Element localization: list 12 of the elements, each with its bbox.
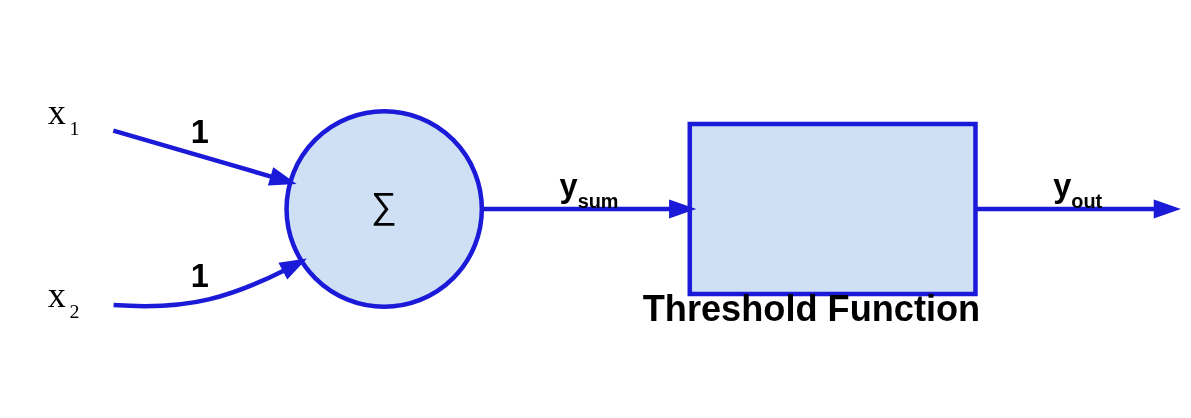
- node-label: Threshold Function: [642, 288, 981, 330]
- arrow: [482, 199, 697, 219]
- arrow: [113, 258, 307, 309]
- node-text: x$_{1}$: [47, 92, 80, 140]
- edge-label: y$_{sum}$: [559, 168, 619, 213]
- node-text: x$_{2}$: [47, 274, 80, 322]
- arrow: [112, 128, 297, 186]
- edge-label: 1: [190, 258, 209, 295]
- arrow: [975, 199, 1181, 219]
- edge-label: y$_{out}$: [1053, 168, 1103, 213]
- edge-label: 1: [190, 113, 209, 150]
- node-circle: ∑: [284, 109, 485, 309]
